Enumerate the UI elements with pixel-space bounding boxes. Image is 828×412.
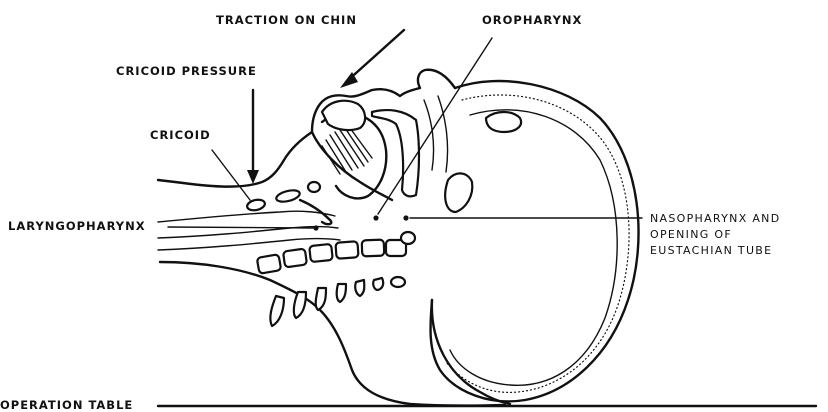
laryngopharynx-dot bbox=[313, 225, 318, 230]
cricoid-pressure-label: CRICOID PRESSURE bbox=[116, 65, 257, 78]
cricoid-leader bbox=[212, 150, 250, 200]
upper-jaw-bone bbox=[322, 101, 365, 130]
sphenoid-sinus bbox=[486, 112, 521, 132]
cervical-vertebrae bbox=[257, 240, 406, 274]
skull-outer-outline bbox=[430, 81, 638, 401]
sella-region bbox=[445, 173, 472, 212]
nasal-turbinate-2 bbox=[438, 96, 448, 172]
hyoid-bone bbox=[308, 182, 320, 192]
nasopharynx-label-line3: EUSTACHIAN TUBE bbox=[650, 244, 772, 257]
laryngopharynx-label: LARYNGOPHARYNX bbox=[8, 220, 146, 233]
airway-upper-wall bbox=[158, 211, 335, 222]
occiput-outline bbox=[432, 300, 510, 404]
cricoid-label: CRICOID bbox=[150, 129, 211, 142]
mandible-outline bbox=[312, 132, 392, 200]
nasopharynx-label-line1: NASOPHARYNX AND bbox=[650, 212, 780, 225]
skull-diploe-dots bbox=[446, 95, 629, 392]
traction-arrow bbox=[340, 30, 404, 88]
operation-table-label: OPERATION TABLE bbox=[0, 399, 133, 412]
spinous-processes bbox=[270, 277, 405, 326]
nasopharynx-dot bbox=[403, 215, 408, 220]
oropharynx-label: OROPHARYNX bbox=[482, 14, 582, 27]
thyroid-cartilage bbox=[275, 188, 301, 204]
skull-inner-outline bbox=[450, 110, 617, 386]
cricoid-pressure-arrow bbox=[247, 90, 259, 184]
oropharynx-leader bbox=[378, 38, 492, 214]
traction-on-chin-label: TRACTION ON CHIN bbox=[216, 14, 357, 27]
tongue-muscle-hatching bbox=[322, 128, 372, 174]
cricoid-cartilage bbox=[246, 198, 266, 212]
foramen-magnum bbox=[401, 232, 415, 244]
oropharynx-dot bbox=[373, 215, 378, 220]
nasopharynx-label-line2: OPENING OF bbox=[650, 228, 732, 241]
laryngopharynx-leader bbox=[168, 227, 313, 228]
